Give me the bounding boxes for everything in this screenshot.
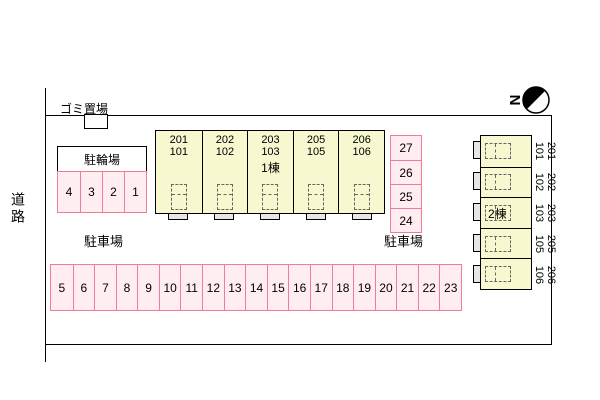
entrance-mark <box>485 204 511 221</box>
parking-space: 3 <box>80 172 102 212</box>
entrance-mark <box>308 184 325 210</box>
road-label: 道路 <box>10 192 26 226</box>
entrance-step <box>214 213 234 220</box>
parking-space: 5 <box>58 280 66 295</box>
entrance-mark <box>485 266 511 283</box>
north-letter: N <box>506 95 523 106</box>
parking-space: 4 <box>65 185 73 199</box>
parking-space: 25 <box>391 184 421 208</box>
entrance-mark <box>353 184 370 210</box>
parking-space: 13 <box>223 265 246 310</box>
entrance-step <box>168 213 188 220</box>
parking-space: 6 <box>72 265 95 310</box>
parking-space: 27 <box>399 141 413 155</box>
building-1: 201 101 202 102 203 103 1棟 205 105 206 1… <box>155 130 385 214</box>
building2-unit <box>481 258 531 289</box>
unit-number-upper: 203 <box>261 134 280 146</box>
parking-space: 23 <box>439 265 461 310</box>
entrance-step <box>473 172 481 190</box>
entrance-mark <box>485 174 511 191</box>
north-compass-icon: N <box>506 86 550 114</box>
building2-unit <box>481 197 531 228</box>
entrance-step <box>473 203 481 221</box>
unit-number-upper: 206 <box>545 265 557 285</box>
parking-space: 14 <box>245 265 267 310</box>
unit-number-upper: 201 <box>169 134 188 146</box>
building1-unit: 203 103 1棟 <box>247 131 293 213</box>
building1-unit: 201 101 <box>156 131 202 213</box>
parking-space: 18 <box>331 265 354 310</box>
unit-number-upper: 205 <box>306 134 326 146</box>
parking-space: 11 <box>180 265 202 310</box>
parking-space: 15 <box>266 265 289 310</box>
unit-number-lower: 103 <box>261 146 280 158</box>
unit-number-lower: 106 <box>533 265 545 285</box>
parking-space: 7 <box>94 265 116 310</box>
entrance-mark <box>170 184 187 210</box>
building1-name: 1棟 <box>261 161 280 175</box>
entrance-step <box>473 265 481 283</box>
parking-space: 26 <box>391 160 421 184</box>
road-edge-line <box>45 88 46 362</box>
parking-space: 1 <box>124 172 146 212</box>
parking-space: 2 <box>102 172 124 212</box>
parking-group-top-left: 4 3 2 1 <box>57 171 147 213</box>
parking-space: 21 <box>396 265 418 310</box>
unit-number-lower: 102 <box>215 146 235 158</box>
entrance-mark <box>216 184 233 210</box>
parking-space: 8 <box>115 265 138 310</box>
entrance-step <box>473 234 481 252</box>
unit-number-lower: 101 <box>169 146 188 158</box>
parking-space: 10 <box>158 265 181 310</box>
building2-unit-label: 206 106 <box>531 255 557 295</box>
unit-number-lower: 106 <box>352 146 371 158</box>
building1-unit: 202 102 <box>201 131 248 213</box>
garbage-area-label: ゴミ置場 <box>60 102 109 116</box>
bicycle-parking-box: 駐輪場 <box>57 146 147 172</box>
unit-number-upper: 206 <box>352 134 371 146</box>
entrance-step <box>352 213 372 220</box>
parking-space: 20 <box>374 265 397 310</box>
parking-space: 24 <box>391 208 421 232</box>
entrance-step <box>306 213 326 220</box>
building2-unit <box>481 136 531 167</box>
entrance-mark <box>485 235 511 252</box>
parking-group-bottom: 5 6 7 8 9 10 11 12 13 14 15 16 17 18 19 … <box>50 264 462 311</box>
entrance-mark <box>485 143 511 160</box>
parking-lot-label-right: 駐車場 <box>384 234 424 249</box>
building2-unit <box>481 166 531 198</box>
parking-space: 9 <box>137 265 159 310</box>
garbage-box <box>84 114 108 129</box>
building2-unit <box>481 227 531 259</box>
building-2 <box>480 135 532 290</box>
building2-name: 2棟 <box>488 207 507 221</box>
parking-group-right: 27 26 25 24 <box>390 135 422 233</box>
building1-unit: 206 106 <box>338 131 384 213</box>
parking-space: 22 <box>417 265 440 310</box>
unit-number-lower: 105 <box>306 146 326 158</box>
entrance-step <box>473 141 481 159</box>
parking-space: 17 <box>309 265 332 310</box>
parking-space: 16 <box>288 265 310 310</box>
entrance-mark <box>262 184 279 210</box>
entrance-step <box>260 213 280 220</box>
building1-unit: 205 105 <box>292 131 339 213</box>
parking-space: 12 <box>202 265 224 310</box>
parking-lot-label-left: 駐車場 <box>84 234 124 249</box>
unit-number-upper: 202 <box>215 134 235 146</box>
parking-space: 19 <box>353 265 375 310</box>
